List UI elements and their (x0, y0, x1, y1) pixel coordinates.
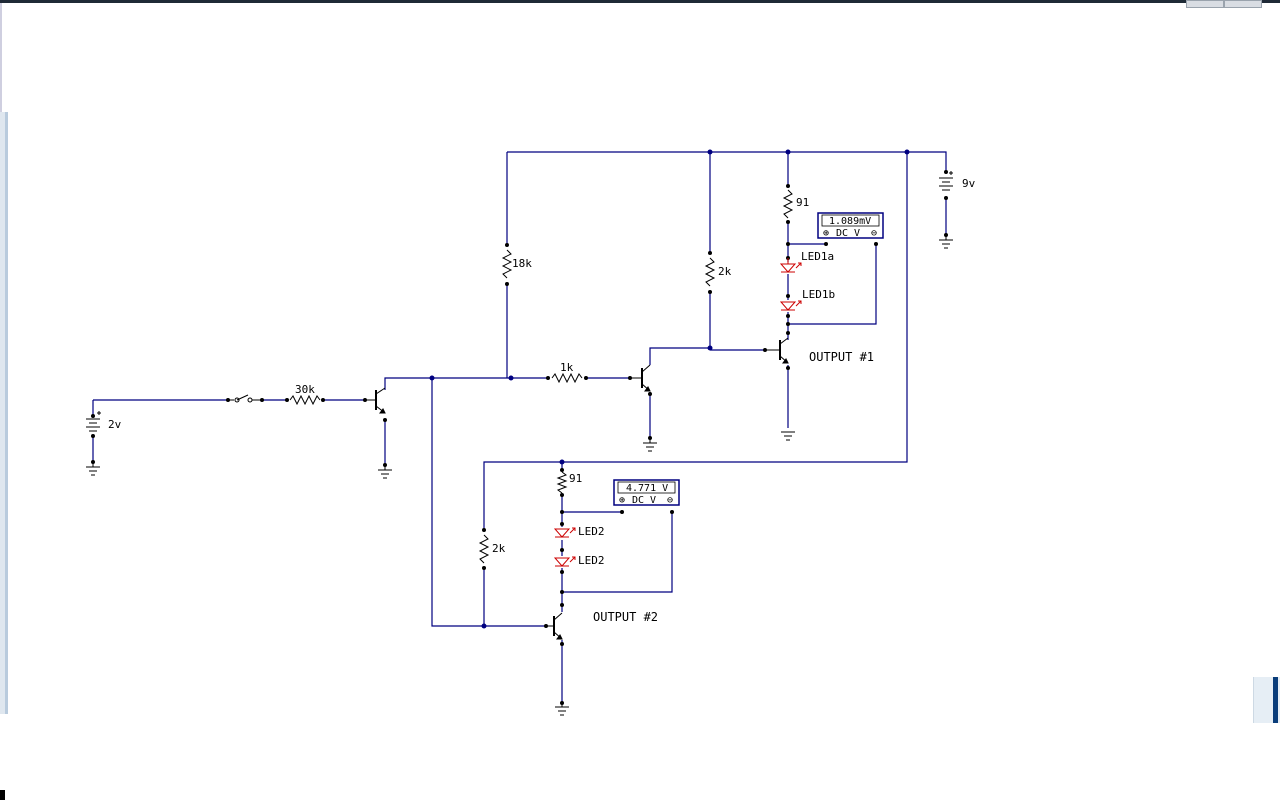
window-title-bar (0, 0, 1280, 3)
resistor-30k[interactable] (289, 394, 321, 406)
label-led2b: LED2 (578, 554, 605, 567)
meter1-minus-icon: ⊖ (871, 228, 877, 239)
meter1-mode: DC V (836, 228, 860, 239)
led2a-diode[interactable] (553, 527, 576, 538)
component-labels: 2v 9v 30k 18k 1k 2k 91 LED1a LED1b 2k 91… (108, 177, 976, 624)
led1a-diode[interactable] (779, 258, 802, 273)
resistor-2k-lower[interactable] (478, 534, 490, 564)
voltmeter-1[interactable]: 1.089mV ⊕ DC V ⊖ (817, 212, 884, 239)
transistor-q4[interactable] (546, 612, 563, 640)
label-91-lower: 91 (569, 472, 582, 485)
wires (92, 151, 947, 703)
junction-dots (429, 149, 910, 629)
resistor-91-lower[interactable] (556, 471, 568, 494)
minimize-button[interactable] (1186, 0, 1224, 8)
resistor-91-upper[interactable] (782, 189, 794, 219)
pin-dots (91, 170, 948, 705)
meter2-minus-icon: ⊖ (667, 495, 673, 506)
left-scroll-track[interactable] (0, 112, 8, 714)
led2b-diode[interactable] (553, 556, 576, 567)
corner-marker (0, 790, 5, 800)
window-edge (0, 3, 2, 113)
right-scroll-thumb[interactable] (1273, 677, 1278, 723)
meter2-plus-icon: ⊕ (619, 495, 625, 506)
led1b-diode[interactable] (779, 300, 802, 311)
switch[interactable] (228, 394, 262, 403)
meter1-reading: 1.089mV (829, 216, 871, 227)
label-1k: 1k (560, 361, 574, 374)
left-scroll-thumb[interactable] (5, 112, 8, 714)
label-2v: 2v (108, 418, 122, 431)
transistor-q1[interactable] (365, 387, 386, 414)
voltmeter-2[interactable]: 4.771 V ⊕ DC V ⊖ (613, 479, 680, 506)
label-led1a: LED1a (801, 250, 834, 263)
transistor-q2[interactable] (630, 364, 651, 392)
maximize-button[interactable] (1224, 0, 1262, 8)
meter1-plus-icon: ⊕ (823, 228, 829, 239)
meter2-reading: 4.771 V (626, 483, 668, 494)
label-30k: 30k (295, 383, 315, 396)
label-9v: 9v (962, 177, 976, 190)
label-2k-lower: 2k (492, 542, 506, 555)
transistor-q3[interactable] (765, 337, 789, 364)
resistor-1k[interactable] (551, 372, 583, 384)
resistor-18k[interactable] (501, 249, 513, 279)
label-output-2: OUTPUT #2 (593, 610, 658, 624)
battery-2v[interactable] (86, 411, 101, 432)
label-led2a: LED2 (578, 525, 605, 538)
resistor-2k-upper[interactable] (704, 257, 716, 287)
label-2k-upper: 2k (718, 265, 732, 278)
label-91-upper: 91 (796, 196, 809, 209)
battery-9v[interactable] (939, 171, 953, 191)
meter2-mode: DC V (632, 495, 656, 506)
ground-symbols (86, 235, 953, 716)
label-led1b: LED1b (802, 288, 835, 301)
label-18k: 18k (512, 257, 532, 270)
label-output-1: OUTPUT #1 (809, 350, 874, 364)
